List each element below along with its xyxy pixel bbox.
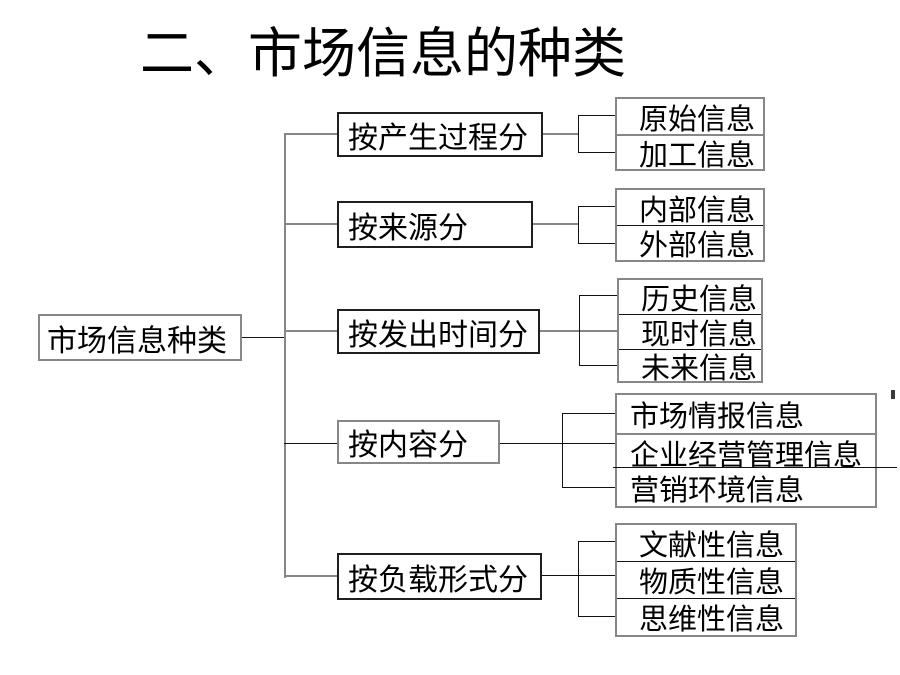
child-node: 市场情报信息 [617, 395, 875, 435]
child-node: 未来信息 [619, 350, 761, 385]
connector-g1-stub-top [578, 115, 615, 116]
child-label: 加工信息 [639, 139, 756, 172]
child-label: 内部信息 [639, 194, 756, 227]
connector-g4-main [500, 443, 615, 444]
child-node: 物质性信息 [617, 562, 795, 599]
connector-g4-stub-bottom [562, 487, 615, 488]
category-label: 按来源分 [348, 211, 468, 245]
child-label: 历史信息 [641, 284, 758, 316]
category-node-by-source: 按来源分 [337, 201, 533, 248]
slide-title: 二、市场信息的种类 [140, 24, 626, 84]
connector-g1-bracket [578, 115, 579, 153]
child-node: 加工信息 [617, 136, 763, 172]
connector-branch-1 [284, 133, 337, 135]
child-node: 营销环境信息 [617, 470, 875, 507]
connector-branch-4 [284, 443, 337, 444]
child-label: 现时信息 [641, 319, 758, 351]
child-node: 现时信息 [619, 315, 761, 351]
category-node-by-production-process: 按产生过程分 [337, 112, 543, 157]
child-node: 原始信息 [617, 99, 763, 136]
child-node: 文献性信息 [617, 525, 795, 562]
connector-trunk-vertical [284, 133, 286, 578]
connector-g5-stub-bottom [578, 616, 615, 617]
connector-g2-bracket [578, 206, 579, 244]
connector-g3-bracket [579, 295, 580, 366]
connector-branch-5 [284, 575, 337, 577]
child-node: 历史信息 [619, 280, 761, 316]
connector-g1-main [543, 133, 578, 135]
category-label: 按产生过程分 [348, 121, 528, 155]
root-node-label: 市场信息种类 [47, 324, 227, 358]
connector-branch-2 [284, 223, 337, 225]
root-node-market-info-types: 市场信息种类 [38, 314, 242, 361]
connector-g3-stub-bottom [579, 365, 617, 366]
category-node-by-carrier-form: 按负载形式分 [337, 553, 542, 600]
child-node: 外部信息 [617, 226, 763, 262]
connector-g4-stub-top [562, 413, 615, 414]
connector-branch-3 [284, 330, 337, 332]
child-node: 企业经营管理信息 [617, 435, 875, 472]
connector-g4-bracket [562, 413, 563, 488]
category-node-by-issue-time: 按发出时间分 [337, 309, 540, 354]
connector-g3-stub-top [579, 295, 617, 296]
child-group-carrier-form: 文献性信息 物质性信息 思维性信息 [615, 523, 797, 637]
connector-g1-stub-bottom [578, 152, 615, 153]
connector-g2-stub-bottom [578, 243, 615, 244]
connector-g2-stub-top [578, 206, 615, 207]
child-group-content: 市场情报信息 企业经营管理信息 营销环境信息 [615, 393, 877, 508]
connector-root-to-trunk [242, 337, 284, 338]
child-label: 原始信息 [639, 103, 756, 136]
category-node-by-content: 按内容分 [337, 420, 500, 464]
child-group-source: 内部信息 外部信息 [615, 188, 765, 262]
connector-g2-main [533, 223, 578, 225]
child-label: 企业经营管理信息 [630, 439, 863, 472]
category-label: 按内容分 [348, 429, 468, 462]
connector-g3-main [540, 330, 617, 332]
child-label: 未来信息 [641, 352, 758, 385]
stray-edge-mark [891, 390, 895, 399]
category-label: 按负载形式分 [348, 563, 528, 597]
child-label: 营销环境信息 [630, 475, 805, 507]
connector-g4-extended-divider [613, 467, 897, 468]
child-node: 内部信息 [617, 190, 763, 227]
child-group-issue-time: 历史信息 现时信息 未来信息 [617, 278, 763, 385]
child-label: 文献性信息 [639, 530, 785, 562]
connector-g5-stub-top [578, 541, 615, 542]
child-label: 市场情报信息 [630, 401, 805, 433]
child-node: 思维性信息 [617, 599, 795, 636]
child-label: 物质性信息 [639, 567, 785, 599]
child-label: 外部信息 [639, 230, 756, 262]
child-label: 思维性信息 [639, 604, 785, 636]
child-group-production-process: 原始信息 加工信息 [615, 97, 765, 172]
category-label: 按发出时间分 [348, 318, 528, 352]
connector-g5-bracket [578, 541, 579, 617]
